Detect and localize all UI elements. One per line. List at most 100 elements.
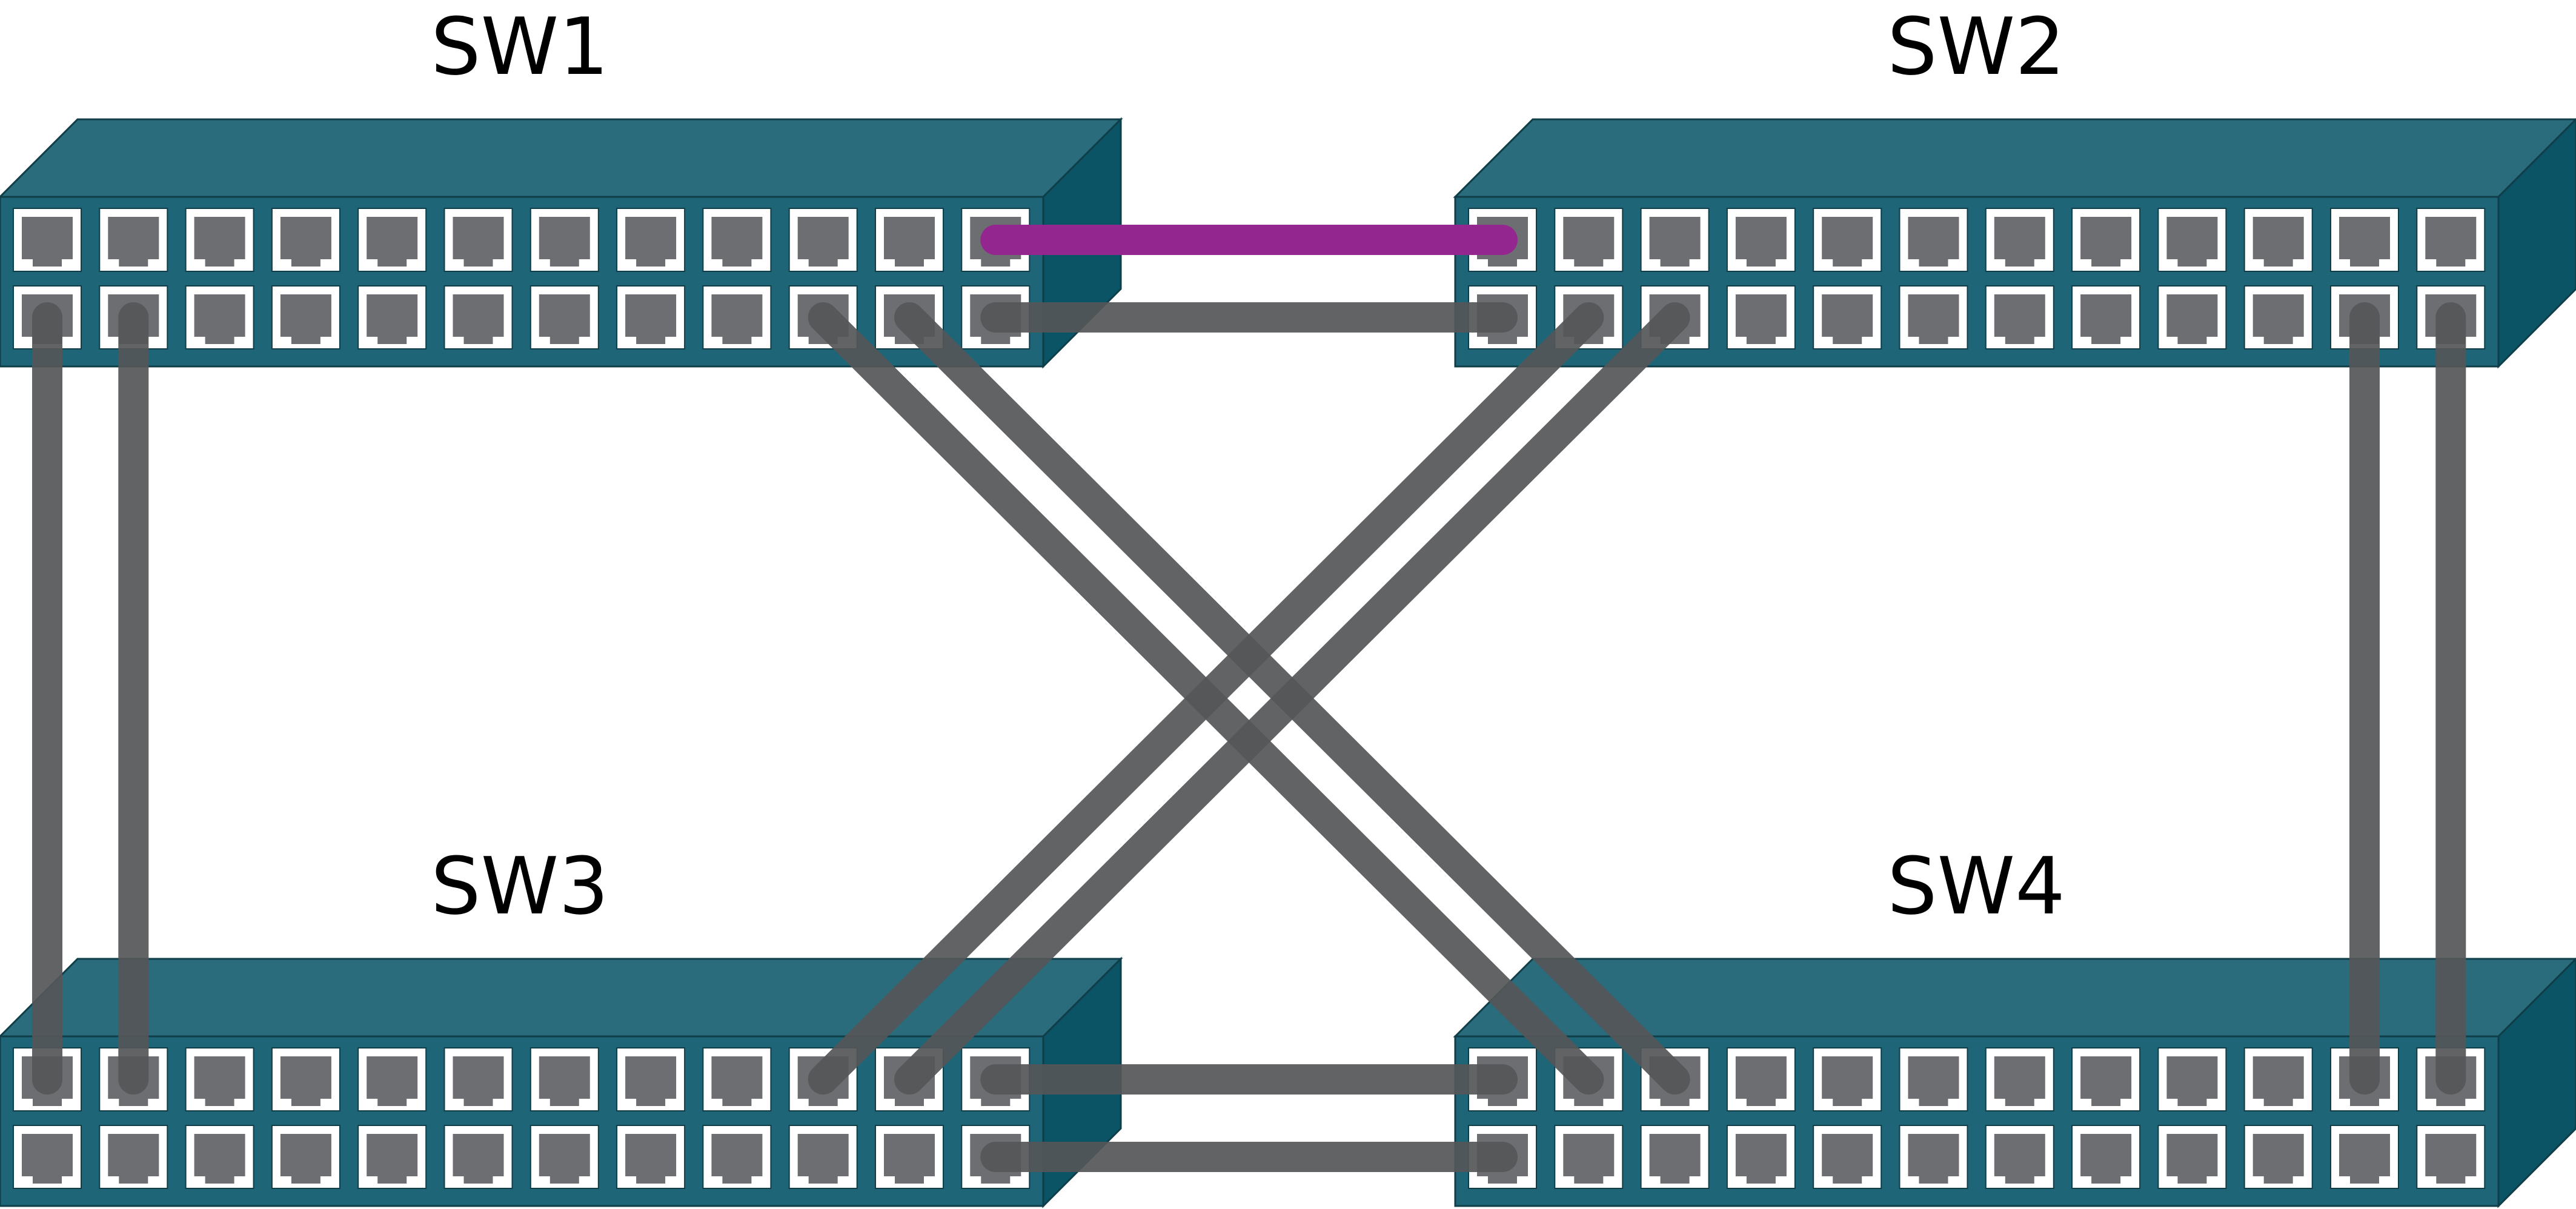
rj45-port-icon bbox=[1908, 294, 1959, 344]
switch-top-face bbox=[0, 118, 1123, 198]
rj45-port-icon bbox=[367, 1056, 418, 1106]
sw3-port-bottom-2[interactable] bbox=[99, 1125, 168, 1189]
sw1-port-bottom-7[interactable] bbox=[529, 285, 599, 349]
link-sw2-bottom-3-to-sw3-top-11 bbox=[894, 302, 1690, 1095]
sw2-port-top-8[interactable] bbox=[2071, 208, 2141, 272]
sw4-port-bottom-8[interactable] bbox=[2071, 1125, 2141, 1189]
sw1-port-top-7[interactable] bbox=[529, 208, 599, 272]
rj45-port-icon bbox=[2252, 217, 2304, 267]
rj45-port-icon bbox=[367, 1134, 418, 1184]
rj45-port-icon bbox=[1563, 217, 1615, 267]
sw2-port-top-9[interactable] bbox=[2157, 208, 2227, 272]
rj45-port-icon bbox=[2166, 1134, 2218, 1184]
sw4-port-bottom-6[interactable] bbox=[1899, 1125, 1968, 1189]
rj45-port-icon bbox=[1908, 1056, 1959, 1106]
rj45-port-icon bbox=[2425, 1134, 2477, 1184]
rj45-port-icon bbox=[1994, 1056, 2045, 1106]
sw4-port-bottom-4[interactable] bbox=[1726, 1125, 1796, 1189]
sw1-port-bottom-6[interactable] bbox=[443, 285, 513, 349]
sw1-port-top-4[interactable] bbox=[271, 208, 340, 272]
sw3-port-bottom-5[interactable] bbox=[357, 1125, 427, 1189]
sw3-port-top-8[interactable] bbox=[616, 1047, 686, 1111]
sw1-port-top-10[interactable] bbox=[788, 208, 858, 272]
sw2-port-bottom-10[interactable] bbox=[2243, 285, 2313, 349]
sw3-port-top-4[interactable] bbox=[271, 1047, 340, 1111]
sw1-port-top-3[interactable] bbox=[185, 208, 254, 272]
sw2-port-bottom-9[interactable] bbox=[2157, 285, 2227, 349]
sw2-port-top-6[interactable] bbox=[1899, 208, 1968, 272]
rj45-port-icon bbox=[453, 1134, 504, 1184]
switch-sw2 bbox=[1453, 118, 2576, 369]
rj45-port-icon bbox=[797, 217, 849, 267]
sw2-port-top-5[interactable] bbox=[1813, 208, 1882, 272]
sw4-port-bottom-3[interactable] bbox=[1640, 1125, 1710, 1189]
sw1-port-bottom-5[interactable] bbox=[357, 285, 427, 349]
sw3-port-bottom-7[interactable] bbox=[529, 1125, 599, 1189]
sw3-port-top-9[interactable] bbox=[702, 1047, 772, 1111]
rj45-port-icon bbox=[2339, 217, 2390, 267]
switch-label-sw4: SW4 bbox=[1887, 840, 2065, 932]
sw2-port-top-11[interactable] bbox=[2330, 208, 2399, 272]
sw2-port-bottom-4[interactable] bbox=[1726, 285, 1796, 349]
sw4-port-bottom-7[interactable] bbox=[1985, 1125, 2054, 1189]
sw4-port-bottom-12[interactable] bbox=[2416, 1125, 2486, 1189]
sw2-port-bottom-6[interactable] bbox=[1899, 285, 1968, 349]
rj45-port-icon bbox=[625, 294, 677, 344]
rj45-port-icon bbox=[367, 294, 418, 344]
sw4-port-top-7[interactable] bbox=[1985, 1047, 2054, 1111]
sw2-port-top-3[interactable] bbox=[1640, 208, 1710, 272]
rj45-port-icon bbox=[108, 1134, 159, 1184]
sw4-port-bottom-10[interactable] bbox=[2243, 1125, 2313, 1189]
sw1-port-top-6[interactable] bbox=[443, 208, 513, 272]
rj45-port-icon bbox=[884, 217, 935, 267]
sw3-port-bottom-11[interactable] bbox=[875, 1125, 944, 1189]
rj45-port-icon bbox=[1908, 1134, 1959, 1184]
sw1-port-top-8[interactable] bbox=[616, 208, 686, 272]
sw4-port-top-5[interactable] bbox=[1813, 1047, 1882, 1111]
sw3-port-bottom-10[interactable] bbox=[788, 1125, 858, 1189]
sw3-port-bottom-9[interactable] bbox=[702, 1125, 772, 1189]
rj45-port-icon bbox=[2080, 294, 2132, 344]
sw3-port-bottom-3[interactable] bbox=[185, 1125, 254, 1189]
sw4-port-bottom-5[interactable] bbox=[1813, 1125, 1882, 1189]
sw2-port-top-2[interactable] bbox=[1554, 208, 1624, 272]
sw3-port-top-3[interactable] bbox=[185, 1047, 254, 1111]
sw1-port-top-5[interactable] bbox=[357, 208, 427, 272]
sw3-port-bottom-8[interactable] bbox=[616, 1125, 686, 1189]
rj45-port-icon bbox=[453, 294, 504, 344]
sw3-port-top-5[interactable] bbox=[357, 1047, 427, 1111]
sw4-port-top-6[interactable] bbox=[1899, 1047, 1968, 1111]
sw4-port-top-9[interactable] bbox=[2157, 1047, 2227, 1111]
sw1-port-bottom-3[interactable] bbox=[185, 285, 254, 349]
sw1-port-top-9[interactable] bbox=[702, 208, 772, 272]
sw4-port-top-8[interactable] bbox=[2071, 1047, 2141, 1111]
sw3-port-bottom-6[interactable] bbox=[443, 1125, 513, 1189]
sw1-port-bottom-8[interactable] bbox=[616, 285, 686, 349]
rj45-port-icon bbox=[1822, 1134, 1873, 1184]
sw4-port-top-10[interactable] bbox=[2243, 1047, 2313, 1111]
sw1-port-bottom-4[interactable] bbox=[271, 285, 340, 349]
sw4-port-bottom-11[interactable] bbox=[2330, 1125, 2399, 1189]
switch-label-sw2: SW2 bbox=[1887, 1, 2065, 93]
sw3-port-top-7[interactable] bbox=[529, 1047, 599, 1111]
rj45-port-icon bbox=[2339, 1134, 2390, 1184]
sw4-port-top-4[interactable] bbox=[1726, 1047, 1796, 1111]
sw2-port-bottom-7[interactable] bbox=[1985, 285, 2054, 349]
sw2-port-top-4[interactable] bbox=[1726, 208, 1796, 272]
sw2-port-top-7[interactable] bbox=[1985, 208, 2054, 272]
sw4-port-bottom-9[interactable] bbox=[2157, 1125, 2227, 1189]
rj45-port-icon bbox=[280, 294, 331, 344]
sw3-port-bottom-4[interactable] bbox=[271, 1125, 340, 1189]
sw1-port-top-11[interactable] bbox=[875, 208, 944, 272]
sw2-port-bottom-5[interactable] bbox=[1813, 285, 1882, 349]
sw3-port-bottom-1[interactable] bbox=[13, 1125, 82, 1189]
sw1-port-top-2[interactable] bbox=[99, 208, 168, 272]
sw2-port-bottom-8[interactable] bbox=[2071, 285, 2141, 349]
sw2-port-top-10[interactable] bbox=[2243, 208, 2313, 272]
sw4-port-bottom-2[interactable] bbox=[1554, 1125, 1624, 1189]
sw1-port-top-1[interactable] bbox=[13, 208, 82, 272]
sw1-port-bottom-9[interactable] bbox=[702, 285, 772, 349]
sw3-port-top-6[interactable] bbox=[443, 1047, 513, 1111]
rj45-port-icon bbox=[1735, 294, 1787, 344]
sw2-port-top-12[interactable] bbox=[2416, 208, 2486, 272]
